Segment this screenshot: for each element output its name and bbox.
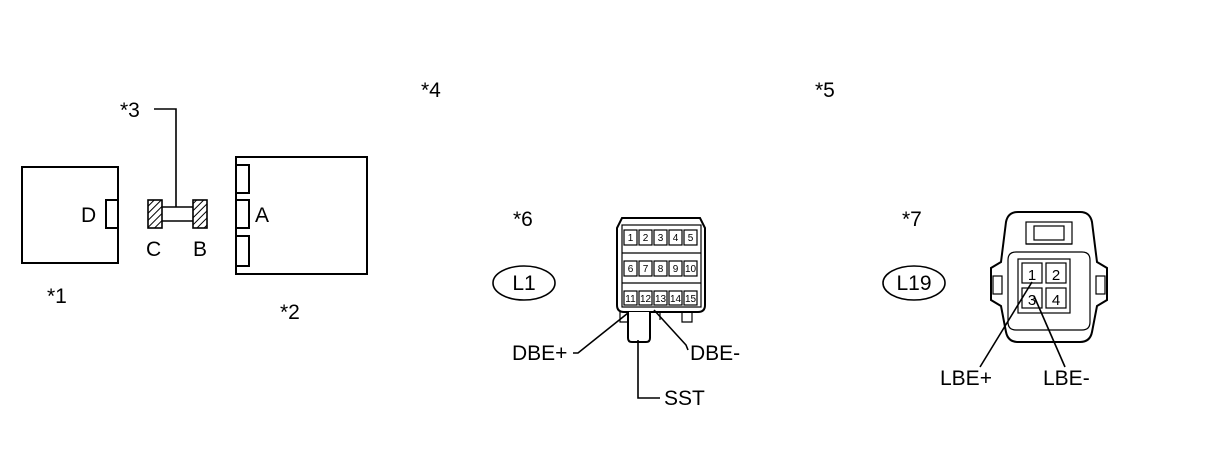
- ref-label-6: *6: [513, 208, 533, 231]
- l1-pin-5: 5: [688, 233, 694, 244]
- l1-pin-14: 14: [670, 294, 682, 305]
- l19-pin-1: 1: [1028, 267, 1036, 284]
- dbe-plus-label: DBE+: [512, 342, 567, 365]
- l1-pin-11: 11: [625, 294, 636, 305]
- terminal-b-label: B: [193, 238, 207, 261]
- l1-pin-2: 2: [643, 233, 649, 244]
- connector-l19-code: L19: [896, 272, 931, 295]
- l1-pin-4: 4: [673, 233, 679, 244]
- terminal-a-label: A: [255, 204, 269, 227]
- l1-pin-10: 10: [685, 264, 697, 275]
- l1-pin-1: 1: [628, 233, 634, 244]
- l19-pin-4: 4: [1052, 292, 1060, 309]
- l19-pin-2: 2: [1052, 267, 1060, 284]
- sst-label: SST: [664, 387, 705, 410]
- l1-pin-3: 3: [658, 233, 664, 244]
- ref-label-2: *2: [280, 301, 300, 324]
- connector-l1: 1 2 3 4 5 6 7 8 9 10 11 12 13 14 15: [616, 217, 706, 343]
- l1-pin-9: 9: [673, 264, 679, 275]
- ref-label-5: *5: [815, 79, 835, 102]
- ref-label-4: *4: [421, 79, 441, 102]
- ref-label-3: *3: [120, 99, 140, 122]
- terminal-c-label: C: [146, 238, 161, 261]
- connector-l19-code-badge: L19: [882, 265, 946, 301]
- terminal-d-label: D: [81, 204, 96, 227]
- connector-l1-code-badge: L1: [492, 265, 556, 301]
- component-2: A: [235, 156, 368, 275]
- l1-pin-8: 8: [658, 264, 664, 275]
- harness-3: C B: [146, 108, 208, 261]
- l19-pin-3: 3: [1028, 292, 1036, 309]
- l1-pin-13: 13: [655, 294, 667, 305]
- lbe-minus-label: LBE-: [1043, 367, 1090, 390]
- lbe-plus-label: LBE+: [940, 367, 992, 390]
- ref-label-1: *1: [47, 285, 67, 308]
- l1-pin-15: 15: [685, 294, 697, 305]
- l1-pin-7: 7: [643, 264, 649, 275]
- connector-l19: 1 2 3 4: [990, 211, 1108, 343]
- connector-l1-code: L1: [512, 272, 535, 295]
- dbe-minus-label: DBE-: [690, 342, 740, 365]
- ref-label-7: *7: [902, 208, 922, 231]
- l1-pin-6: 6: [628, 264, 634, 275]
- component-1: D: [21, 166, 119, 264]
- l1-pin-12: 12: [640, 294, 652, 305]
